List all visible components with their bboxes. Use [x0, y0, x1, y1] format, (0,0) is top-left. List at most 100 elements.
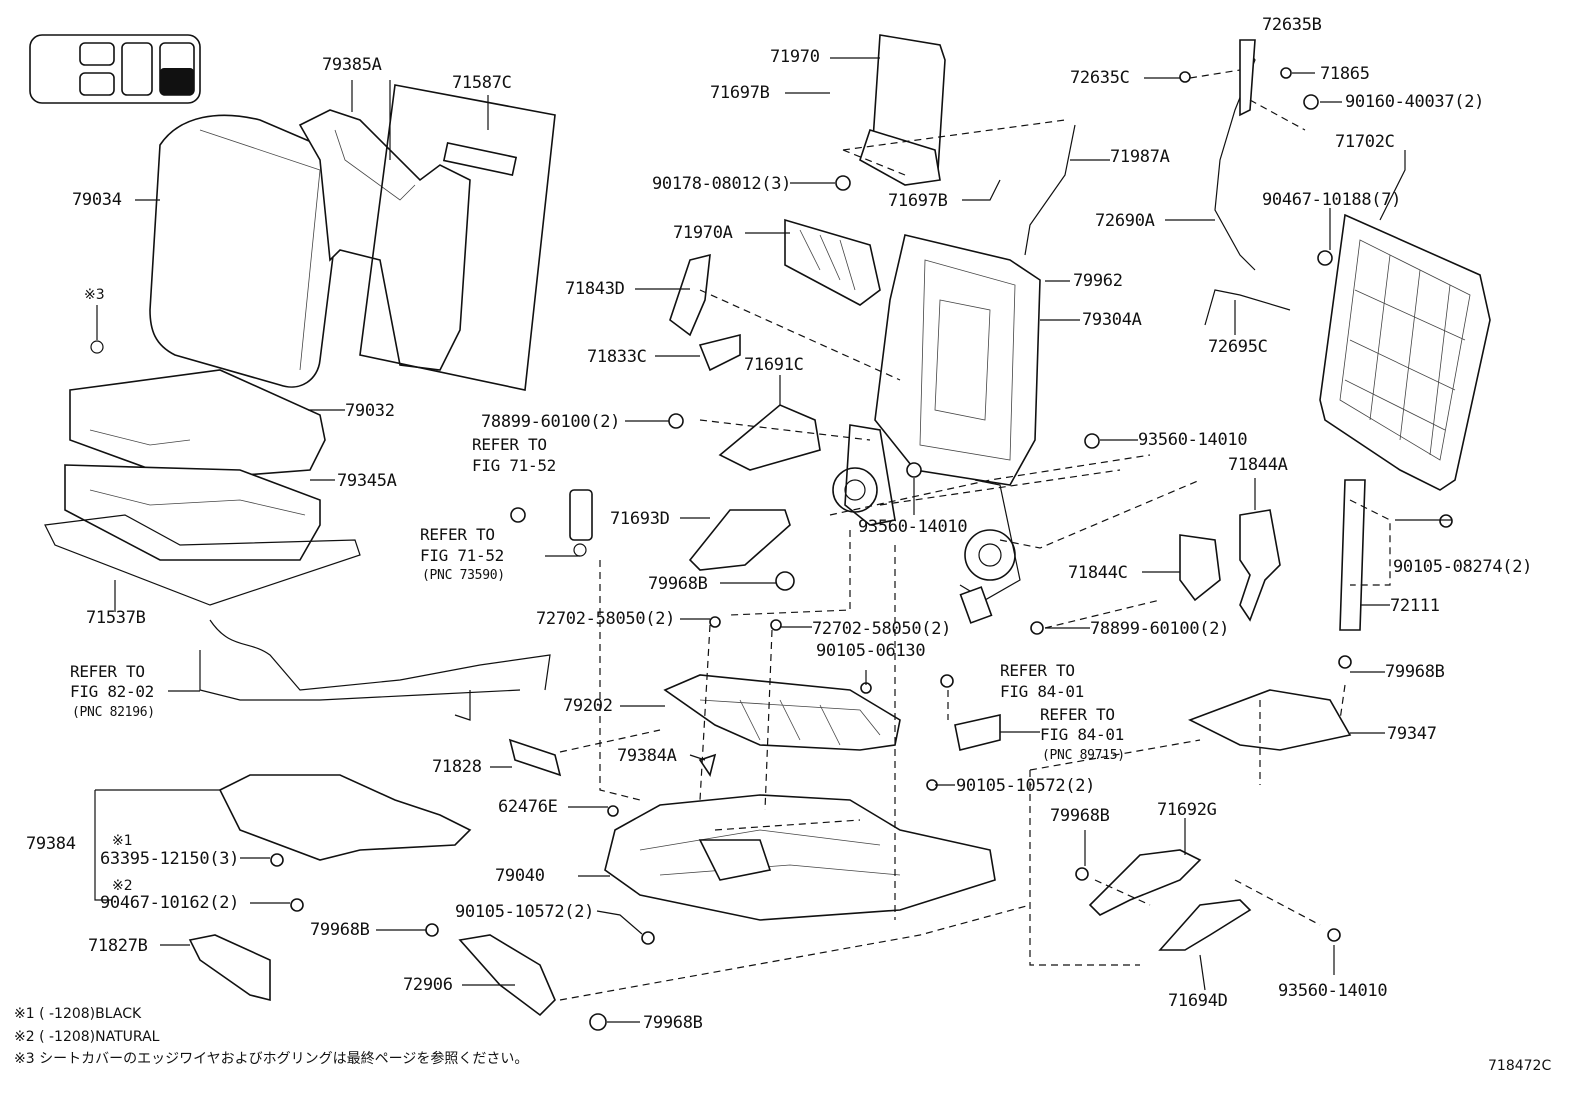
- label-71694D: 71694D: [1168, 991, 1228, 1011]
- label-79968B: 79968B: [1050, 806, 1110, 826]
- label-refer-to: REFER TO: [472, 435, 547, 454]
- label-78899-60100: 78899-60100(2): [481, 412, 621, 432]
- seat-cushion-frame: [663, 674, 901, 751]
- label-71987A: 71987A: [1110, 147, 1170, 167]
- leader-lines: [94, 57, 1452, 1023]
- footnote-2: ※2 ( -1208)NATURAL: [14, 1029, 160, 1045]
- label-fig-84-01: FIG 84-01: [1000, 682, 1084, 701]
- label-refer-to: REFER TO: [1040, 705, 1115, 724]
- label-72690A: 72690A: [1095, 211, 1155, 231]
- label-fig-71-52: FIG 71-52: [420, 546, 504, 565]
- label-71833C: 71833C: [587, 347, 647, 367]
- fasteners: [90, 67, 1453, 1031]
- label-79384: 79384: [26, 834, 76, 854]
- figure-code: 718472C: [1488, 1058, 1552, 1074]
- release-cables: [1024, 44, 1291, 326]
- label-90467-10188: 90467-10188(7): [1262, 190, 1402, 210]
- label-72635B: 72635B: [1262, 15, 1322, 35]
- assembly-dashed-lines: [559, 69, 1391, 1001]
- label-refer-to: REFER TO: [1000, 661, 1075, 680]
- label-71697B: 71697B: [710, 83, 770, 103]
- footnote-1: ※1 ( -1208)BLACK: [14, 1006, 142, 1022]
- side-rail: [1339, 479, 1366, 631]
- label-79032: 79032: [345, 401, 395, 421]
- label-pnc-89715: (PNC 89715): [1042, 748, 1125, 763]
- label-72702-58050: 72702-58050(2): [812, 619, 952, 639]
- label-90467-10162: 90467-10162(2): [100, 893, 240, 913]
- lower-trim: [188, 934, 271, 1002]
- label-78899-60100: 78899-60100(2): [1090, 619, 1230, 639]
- label-90105-08274: 90105-08274(2): [1393, 557, 1533, 577]
- label-71692G: 71692G: [1157, 800, 1217, 820]
- label-90105-10572: 90105-10572(2): [455, 902, 595, 922]
- seat-belt-buckle: [569, 489, 593, 557]
- label-79040: 79040: [495, 866, 545, 886]
- label-63395-12150: 63395-12150(3): [100, 849, 240, 869]
- label-72111: 72111: [1390, 596, 1440, 616]
- label-71844C: 71844C: [1068, 563, 1128, 583]
- label-93560-14010: 93560-14010: [1138, 430, 1248, 450]
- label-79345A: 79345A: [337, 471, 397, 491]
- label-71970: 71970: [770, 47, 820, 67]
- label-72695C: 72695C: [1208, 337, 1268, 357]
- label-93560-14010: 93560-14010: [1278, 981, 1388, 1001]
- label-72635C: 72635C: [1070, 68, 1130, 88]
- label-90160-40037: 90160-40037(2): [1345, 92, 1485, 112]
- under-cover: [1188, 689, 1352, 751]
- label-79962: 79962: [1073, 271, 1123, 291]
- recliner-assembly: [959, 479, 1021, 624]
- label-79968B: 79968B: [643, 1013, 703, 1033]
- label-90178-08012: 90178-08012(3): [652, 174, 792, 194]
- label-fig-82-02: FIG 82-02: [70, 682, 154, 701]
- side-shields: [669, 253, 821, 571]
- label-62476E: 62476E: [498, 797, 558, 817]
- label-71691C: 71691C: [744, 355, 804, 375]
- label-90105-10572: 90105-10572(2): [956, 776, 1096, 796]
- label-72906: 72906: [403, 975, 453, 995]
- label-71865: 71865: [1320, 64, 1370, 84]
- label-79968B: 79968B: [310, 920, 370, 940]
- label-79968B: 79968B: [648, 574, 708, 594]
- label-93560-14010: 93560-14010: [858, 517, 968, 537]
- label-note2-ref: ※2: [112, 878, 133, 894]
- label-71844A: 71844A: [1228, 455, 1288, 475]
- label-79202: 79202: [563, 696, 613, 716]
- label-79968B: 79968B: [1385, 662, 1445, 682]
- footnote-3: ※3 シートカバーのエッジワイヤおよびホグリングは最終ページを参照ください。: [14, 1051, 529, 1067]
- rail-cover: [508, 738, 562, 777]
- headrest-support: [784, 218, 881, 306]
- seat-adjuster: [604, 794, 996, 921]
- seat-back-pad: [298, 109, 471, 371]
- recliner-covers: [1179, 509, 1281, 622]
- headrest: [859, 34, 946, 186]
- label-pnc-82196: (PNC 82196): [72, 705, 155, 720]
- seat-layout-icon: [29, 34, 201, 104]
- label-refer-to: REFER TO: [70, 662, 145, 681]
- label-71970A: 71970A: [673, 223, 733, 243]
- seat-back-cover: [149, 114, 344, 388]
- label-71587C: 71587C: [452, 73, 512, 93]
- wire-harness: [199, 619, 551, 721]
- label-71693D: 71693D: [610, 509, 670, 529]
- control-module: [954, 714, 1001, 751]
- slide-cover: [458, 934, 556, 1017]
- seat-back-board-rear: [1319, 213, 1491, 491]
- label-71843D: 71843D: [565, 279, 625, 299]
- label-79034: 79034: [72, 190, 122, 210]
- label-fig-71-52: FIG 71-52: [472, 456, 556, 475]
- label-71702C: 71702C: [1335, 132, 1395, 152]
- label-71537B: 71537B: [86, 608, 146, 628]
- cable-bracket: [1239, 39, 1256, 117]
- label-note1-ref: ※1: [112, 833, 133, 849]
- label-fig-84-01: FIG 84-01: [1040, 725, 1124, 744]
- cushion-sheet: [44, 514, 361, 606]
- seat-cushion-pad: [64, 464, 321, 561]
- lower-shields: [1088, 849, 1252, 951]
- label-79384A: 79384A: [617, 746, 677, 766]
- label-72702-58050: 72702-58050(2): [536, 609, 676, 629]
- seat-lower-cover: [218, 774, 472, 861]
- label-pnc-73590: (PNC 73590): [422, 568, 505, 583]
- label-79304A: 79304A: [1082, 310, 1142, 330]
